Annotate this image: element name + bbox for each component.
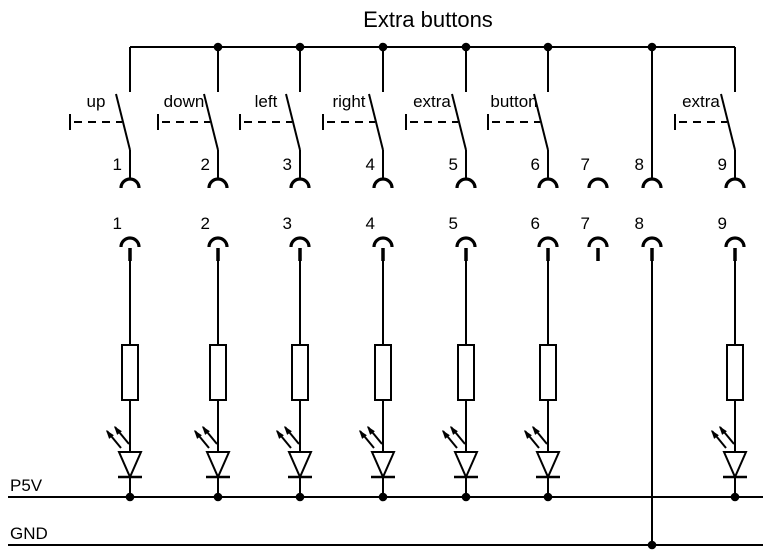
pin-number-bottom: 2 [201,214,210,233]
switch-label: extra [682,92,720,111]
supply-rail-label: P5V [10,476,43,495]
resistor-symbol [374,344,392,401]
led-symbol [357,424,397,479]
pin-number-top: 9 [718,155,727,174]
connector-socket-icon [537,177,559,190]
connector-socket-icon [724,177,746,190]
connector-socket-icon [455,236,477,249]
connector-socket-icon [207,177,229,190]
supply-rail: P5V [8,476,763,498]
pin-number-top: 7 [581,155,590,174]
connector-socket-icon [455,177,477,190]
pin-number-bottom: 8 [635,214,644,233]
pin-number-top: 6 [531,155,540,174]
pin-number-top: 5 [449,155,458,174]
connector-socket-icon [587,177,609,190]
channel-7: 7 7 [581,155,609,263]
channel-6: button 6 6 [487,46,562,503]
connector-socket-icon [724,236,746,249]
switch-label: button [490,92,537,111]
pin-number-bottom: 6 [531,214,540,233]
connector-socket-icon [289,177,311,190]
pin-number-bottom: 5 [449,214,458,233]
switch-label: right [332,92,365,111]
connector-socket-icon [289,236,311,249]
diagram-title: Extra buttons [363,7,493,32]
led-symbol [522,424,562,479]
ground-rail-label: GND [10,524,48,543]
led-symbol [192,424,232,479]
pin-number-bottom: 4 [366,214,375,233]
pin-number-bottom: 7 [581,214,590,233]
pin-number-bottom: 3 [283,214,292,233]
connector-socket-icon [641,177,663,190]
connector-socket-icon [372,236,394,249]
switch-label: down [164,92,205,111]
channel-8: 8 8 [635,47,663,551]
channel-2: down 2 2 [157,46,232,503]
pin-number-top: 4 [366,155,375,174]
channel-4: right 4 4 [322,46,397,503]
channel-1: up 1 1 [69,46,144,503]
connector-socket-icon [207,236,229,249]
resistor-symbol [457,344,475,401]
led-symbol [709,424,749,479]
resistor-symbol [726,344,744,401]
pin-number-top: 2 [201,155,210,174]
led-symbol [274,424,314,479]
switch-label: extra [413,92,451,111]
resistor-symbol [291,344,309,401]
pin-number-top: 3 [283,155,292,174]
connector-socket-icon [641,236,663,249]
led-symbol [104,424,144,479]
connector-socket-icon [587,236,609,249]
connector-socket-icon [537,236,559,249]
switch-label: up [87,92,106,111]
connector-socket-icon [119,177,141,190]
channel-9: extra 9 9 [674,46,749,503]
led-symbol [440,424,480,479]
pin-number-top: 8 [635,155,644,174]
resistor-symbol [121,344,139,401]
pin-number-bottom: 9 [718,214,727,233]
connector-socket-icon [119,236,141,249]
channel-3: left 3 3 [239,46,314,503]
connector-socket-icon [372,177,394,190]
pin-number-top: 1 [113,155,122,174]
resistor-symbol [539,344,557,401]
channel-5: extra 5 5 [405,46,480,503]
pin-number-bottom: 1 [113,214,122,233]
ground-rail: GND [8,524,763,546]
resistor-symbol [209,344,227,401]
switch-label: left [255,92,278,111]
